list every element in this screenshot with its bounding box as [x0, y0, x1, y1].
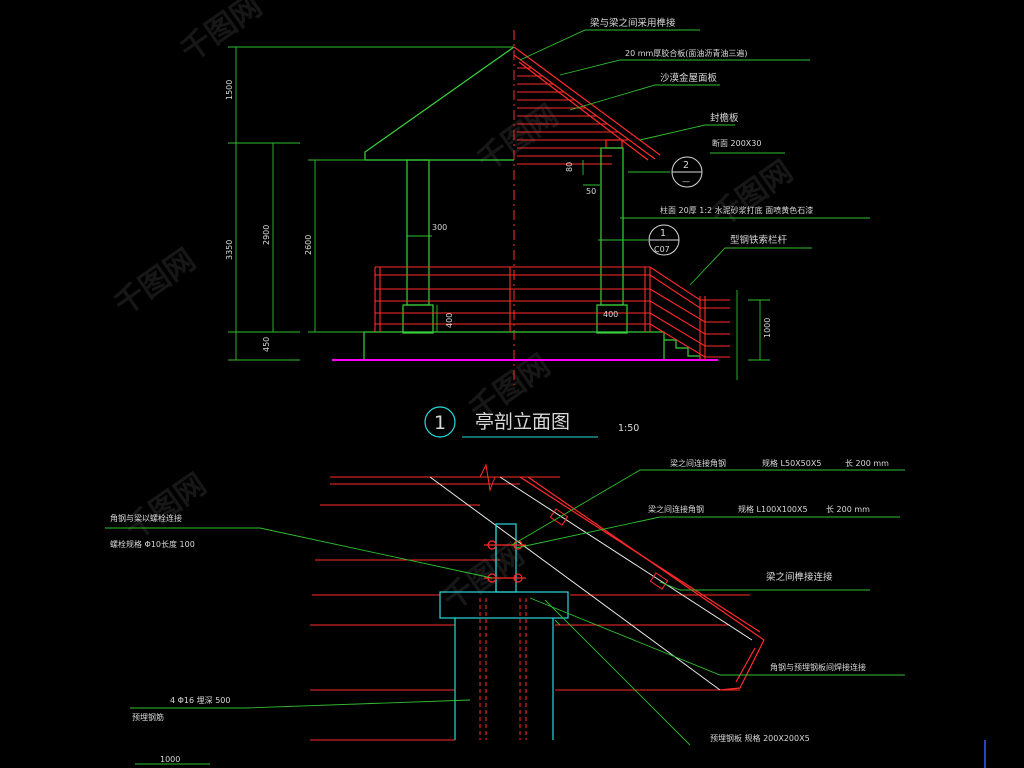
callout-2-number: 2 — [683, 160, 689, 171]
mortise-blocks — [549, 508, 669, 590]
dim-1500: 1500 — [225, 80, 234, 100]
note-railing: 型钢铁索栏杆 — [730, 234, 788, 246]
watermark: 千图网 — [705, 154, 799, 234]
watermark: 千图网 — [471, 98, 565, 178]
callout-2-sheet: — — [682, 177, 690, 186]
title-scale: 1:50 — [618, 423, 639, 434]
elevation-title-block: 1 亭剖立面图 1:50 — [424, 406, 639, 438]
dim-3350: 3350 — [225, 240, 234, 260]
break-line — [440, 463, 560, 492]
callout-2: 2 — — [671, 156, 703, 188]
note-angle-steel-2: 梁之间连接角钢 — [648, 504, 704, 514]
callout-1-number: 1 — [660, 228, 666, 239]
title-number: 1 — [434, 412, 446, 434]
embedded-plate — [439, 591, 569, 619]
pavilion-elevation: 1500 3350 2900 2600 450 300 400 400 1000… — [225, 17, 870, 438]
note-roof-board: 20 mm厚胶合板(面油沥青油三遍) — [625, 48, 748, 58]
right-column — [596, 147, 628, 334]
roof-left — [364, 46, 515, 161]
dim-50: 50 — [586, 187, 596, 196]
sloped-beam — [429, 476, 753, 691]
note-welded: 角钢与预埋钢板间焊接连接 — [770, 662, 866, 672]
watermarks: 千图网 千图网 千图网 千图网 千图网 千图网 千图网 千图网 — [108, 0, 799, 618]
note-mortise: 梁之间榫接连接 — [766, 571, 833, 583]
detail-column — [454, 618, 554, 740]
bolts — [484, 540, 526, 583]
dim-bottom-1000: 1000 — [160, 755, 180, 764]
dim-400-right: 400 — [603, 310, 618, 319]
watermark: 千图网 — [119, 467, 213, 547]
note-len-1: 长 200 mm — [845, 458, 889, 468]
connection-detail: 梁之间连接角钢 规格 L50X50X5 长 200 mm 梁之间连接角钢 规格 … — [105, 458, 905, 765]
roof-right-section — [513, 46, 661, 165]
rebars — [479, 598, 527, 740]
callout-1: 1 C07 — [648, 224, 680, 256]
note-bolt-connection: 角钢与梁以螺栓连接 — [110, 513, 182, 523]
background-lines — [310, 476, 750, 741]
note-beam-joint: 梁与梁之间采用榫接 — [590, 17, 676, 29]
note-spec-1: 规格 L50X50X5 — [762, 458, 821, 468]
note-len-2: 长 200 mm — [826, 504, 870, 514]
dim-1000: 1000 — [763, 318, 772, 338]
leader-lines — [519, 29, 870, 286]
note-rebar: 预埋钢筋 — [132, 712, 164, 722]
dim-300: 300 — [432, 223, 447, 232]
dim-450: 450 — [262, 337, 271, 352]
note-column-finish: 柱面 20厚 1:2 水泥砂浆打底 面喷黄色石漆 — [660, 205, 813, 215]
left-column — [402, 159, 434, 334]
dim-2600: 2600 — [304, 235, 313, 255]
dim-2900: 2900 — [262, 225, 271, 245]
note-spec-2: 规格 L100X100X5 — [738, 504, 808, 514]
note-angle-steel-1: 梁之间连接角钢 — [670, 458, 726, 468]
detail-leaders — [105, 469, 905, 746]
sloped-roof-red — [519, 476, 765, 691]
note-bolt-spec: 螺栓规格 Φ10长度 100 — [110, 539, 195, 549]
dimensions — [228, 46, 770, 380]
note-section-size: 断面 200X30 — [712, 138, 761, 148]
watermark: 千图网 — [108, 242, 202, 322]
page-title: 亭剖立面图 — [475, 411, 570, 433]
railing — [374, 266, 730, 360]
dim-400-left: 400 — [445, 313, 454, 328]
dim-80: 80 — [565, 162, 574, 172]
note-rebar-spec: 4 Φ16 埋深 500 — [170, 695, 230, 705]
note-plate: 预埋钢板 规格 200X200X5 — [710, 733, 810, 743]
note-roof-sheet: 沙漠金屋面板 — [660, 72, 718, 84]
note-eave-board: 封檐板 — [710, 112, 739, 124]
watermark: 千图网 — [175, 0, 269, 69]
callout-1-sheet: C07 — [654, 245, 670, 254]
